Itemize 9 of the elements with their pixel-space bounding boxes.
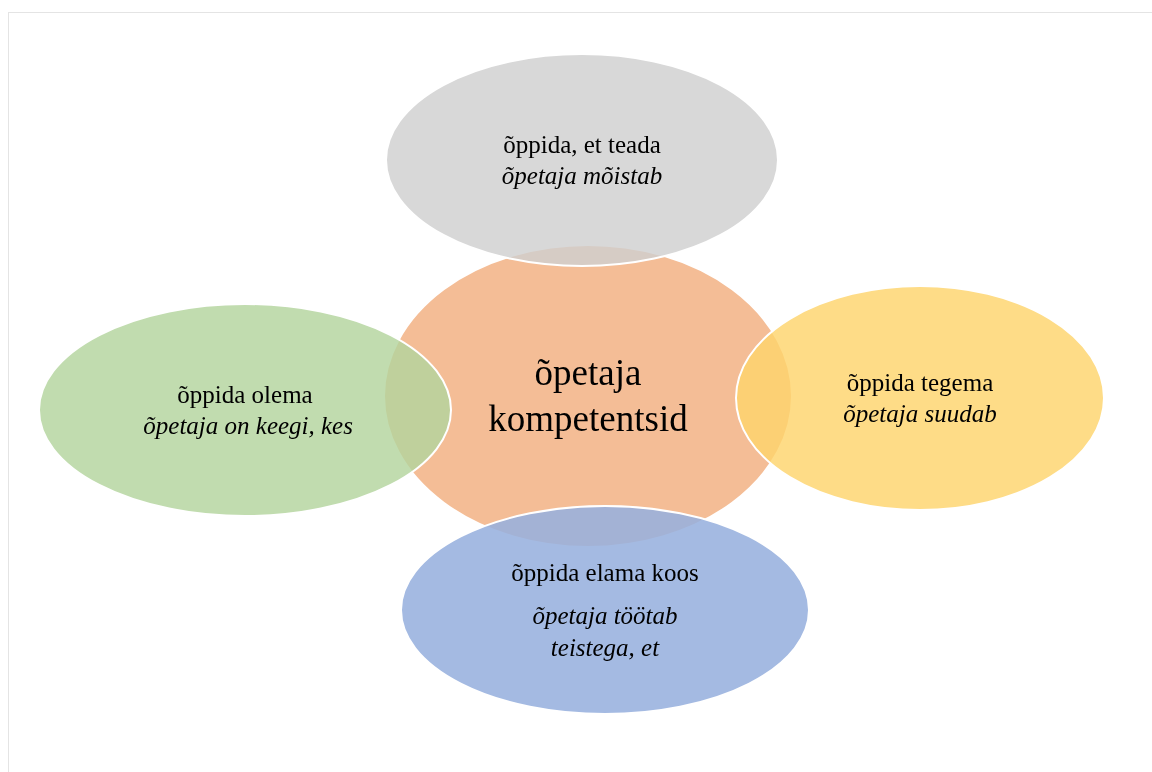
subtitle-text: õpetaja töötab teistega, et — [531, 601, 679, 663]
heading-text: õppida tegema — [846, 367, 994, 398]
subtitle-text: õpetaja on keegi, kes — [143, 411, 353, 441]
heading-text: õppida, et teada — [503, 129, 661, 160]
center-title-text: õpetaja kompetentsid — [487, 350, 689, 441]
heading-text: õppida elama koos — [511, 558, 699, 589]
subtitle-text: õpetaja mõistab — [501, 161, 663, 191]
heading-text: õppida olema — [177, 379, 313, 410]
subtitle-text: õpetaja suudab — [843, 399, 997, 429]
